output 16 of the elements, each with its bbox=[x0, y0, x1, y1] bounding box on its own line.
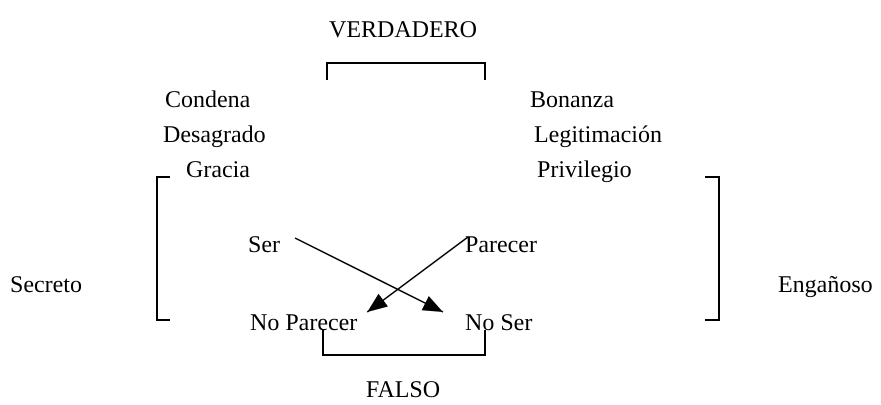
term-label: Legitimación bbox=[534, 123, 662, 147]
arrow bbox=[366, 236, 468, 313]
term-label: Condena bbox=[165, 88, 250, 112]
arrow bbox=[294, 237, 444, 313]
term-label: No Ser bbox=[465, 311, 532, 335]
term-label: No Parecer bbox=[250, 311, 358, 335]
term-label: Desagrado bbox=[163, 123, 266, 147]
term-label: Ser bbox=[248, 233, 280, 257]
term-label: Parecer bbox=[465, 233, 537, 257]
term-label: Secreto bbox=[10, 273, 82, 297]
axis-label: VERDADERO bbox=[329, 18, 477, 42]
term-label: Bonanza bbox=[530, 88, 614, 112]
axis-label: FALSO bbox=[366, 378, 440, 402]
term-label: Gracia bbox=[186, 158, 250, 182]
term-label: Privilegio bbox=[537, 158, 632, 182]
term-label: Engañoso bbox=[778, 273, 873, 297]
